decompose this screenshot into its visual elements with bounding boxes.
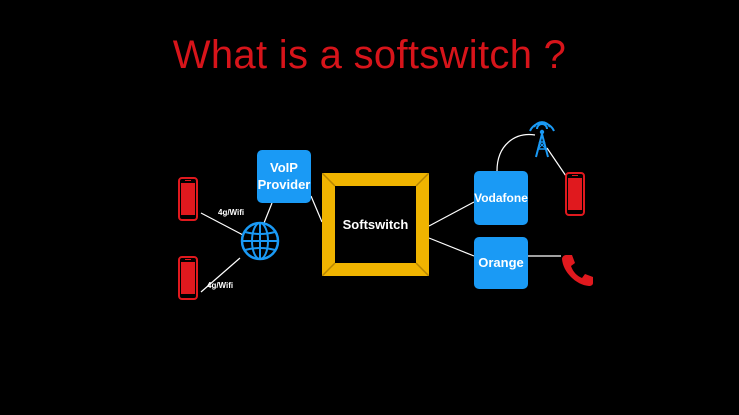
connection-label-bottom: 4g/Wifi: [207, 281, 234, 290]
line-antenna-phone: [546, 147, 567, 177]
line-softswitch-orange: [428, 237, 475, 257]
softswitch-node: Softswitch: [342, 217, 409, 232]
line-softswitch-vodafone: [428, 201, 475, 227]
orange-node: Orange: [474, 237, 528, 289]
line-phone-bottom-globe: [200, 257, 241, 293]
softswitch-frame: [322, 173, 429, 276]
mobile-phone-icon: [178, 256, 198, 300]
line-voip-softswitch: [310, 195, 323, 223]
mobile-phone-icon: [565, 172, 585, 216]
line-vodafone-antenna: [496, 133, 536, 172]
telephone-handset-icon: [562, 255, 593, 286]
line-globe-voip: [263, 202, 273, 224]
vodafone-node: Vodafone: [474, 171, 528, 225]
mobile-phone-icon: [178, 177, 198, 221]
antenna-tower-icon: [529, 121, 555, 158]
connection-label-top: 4g/Wifi: [218, 208, 245, 217]
globe-icon: [240, 221, 280, 261]
page-title: What is a softswitch ?: [172, 33, 567, 77]
line-phone-top-globe: [200, 212, 244, 236]
voip-provider-node: VoIP Provider: [257, 150, 311, 203]
